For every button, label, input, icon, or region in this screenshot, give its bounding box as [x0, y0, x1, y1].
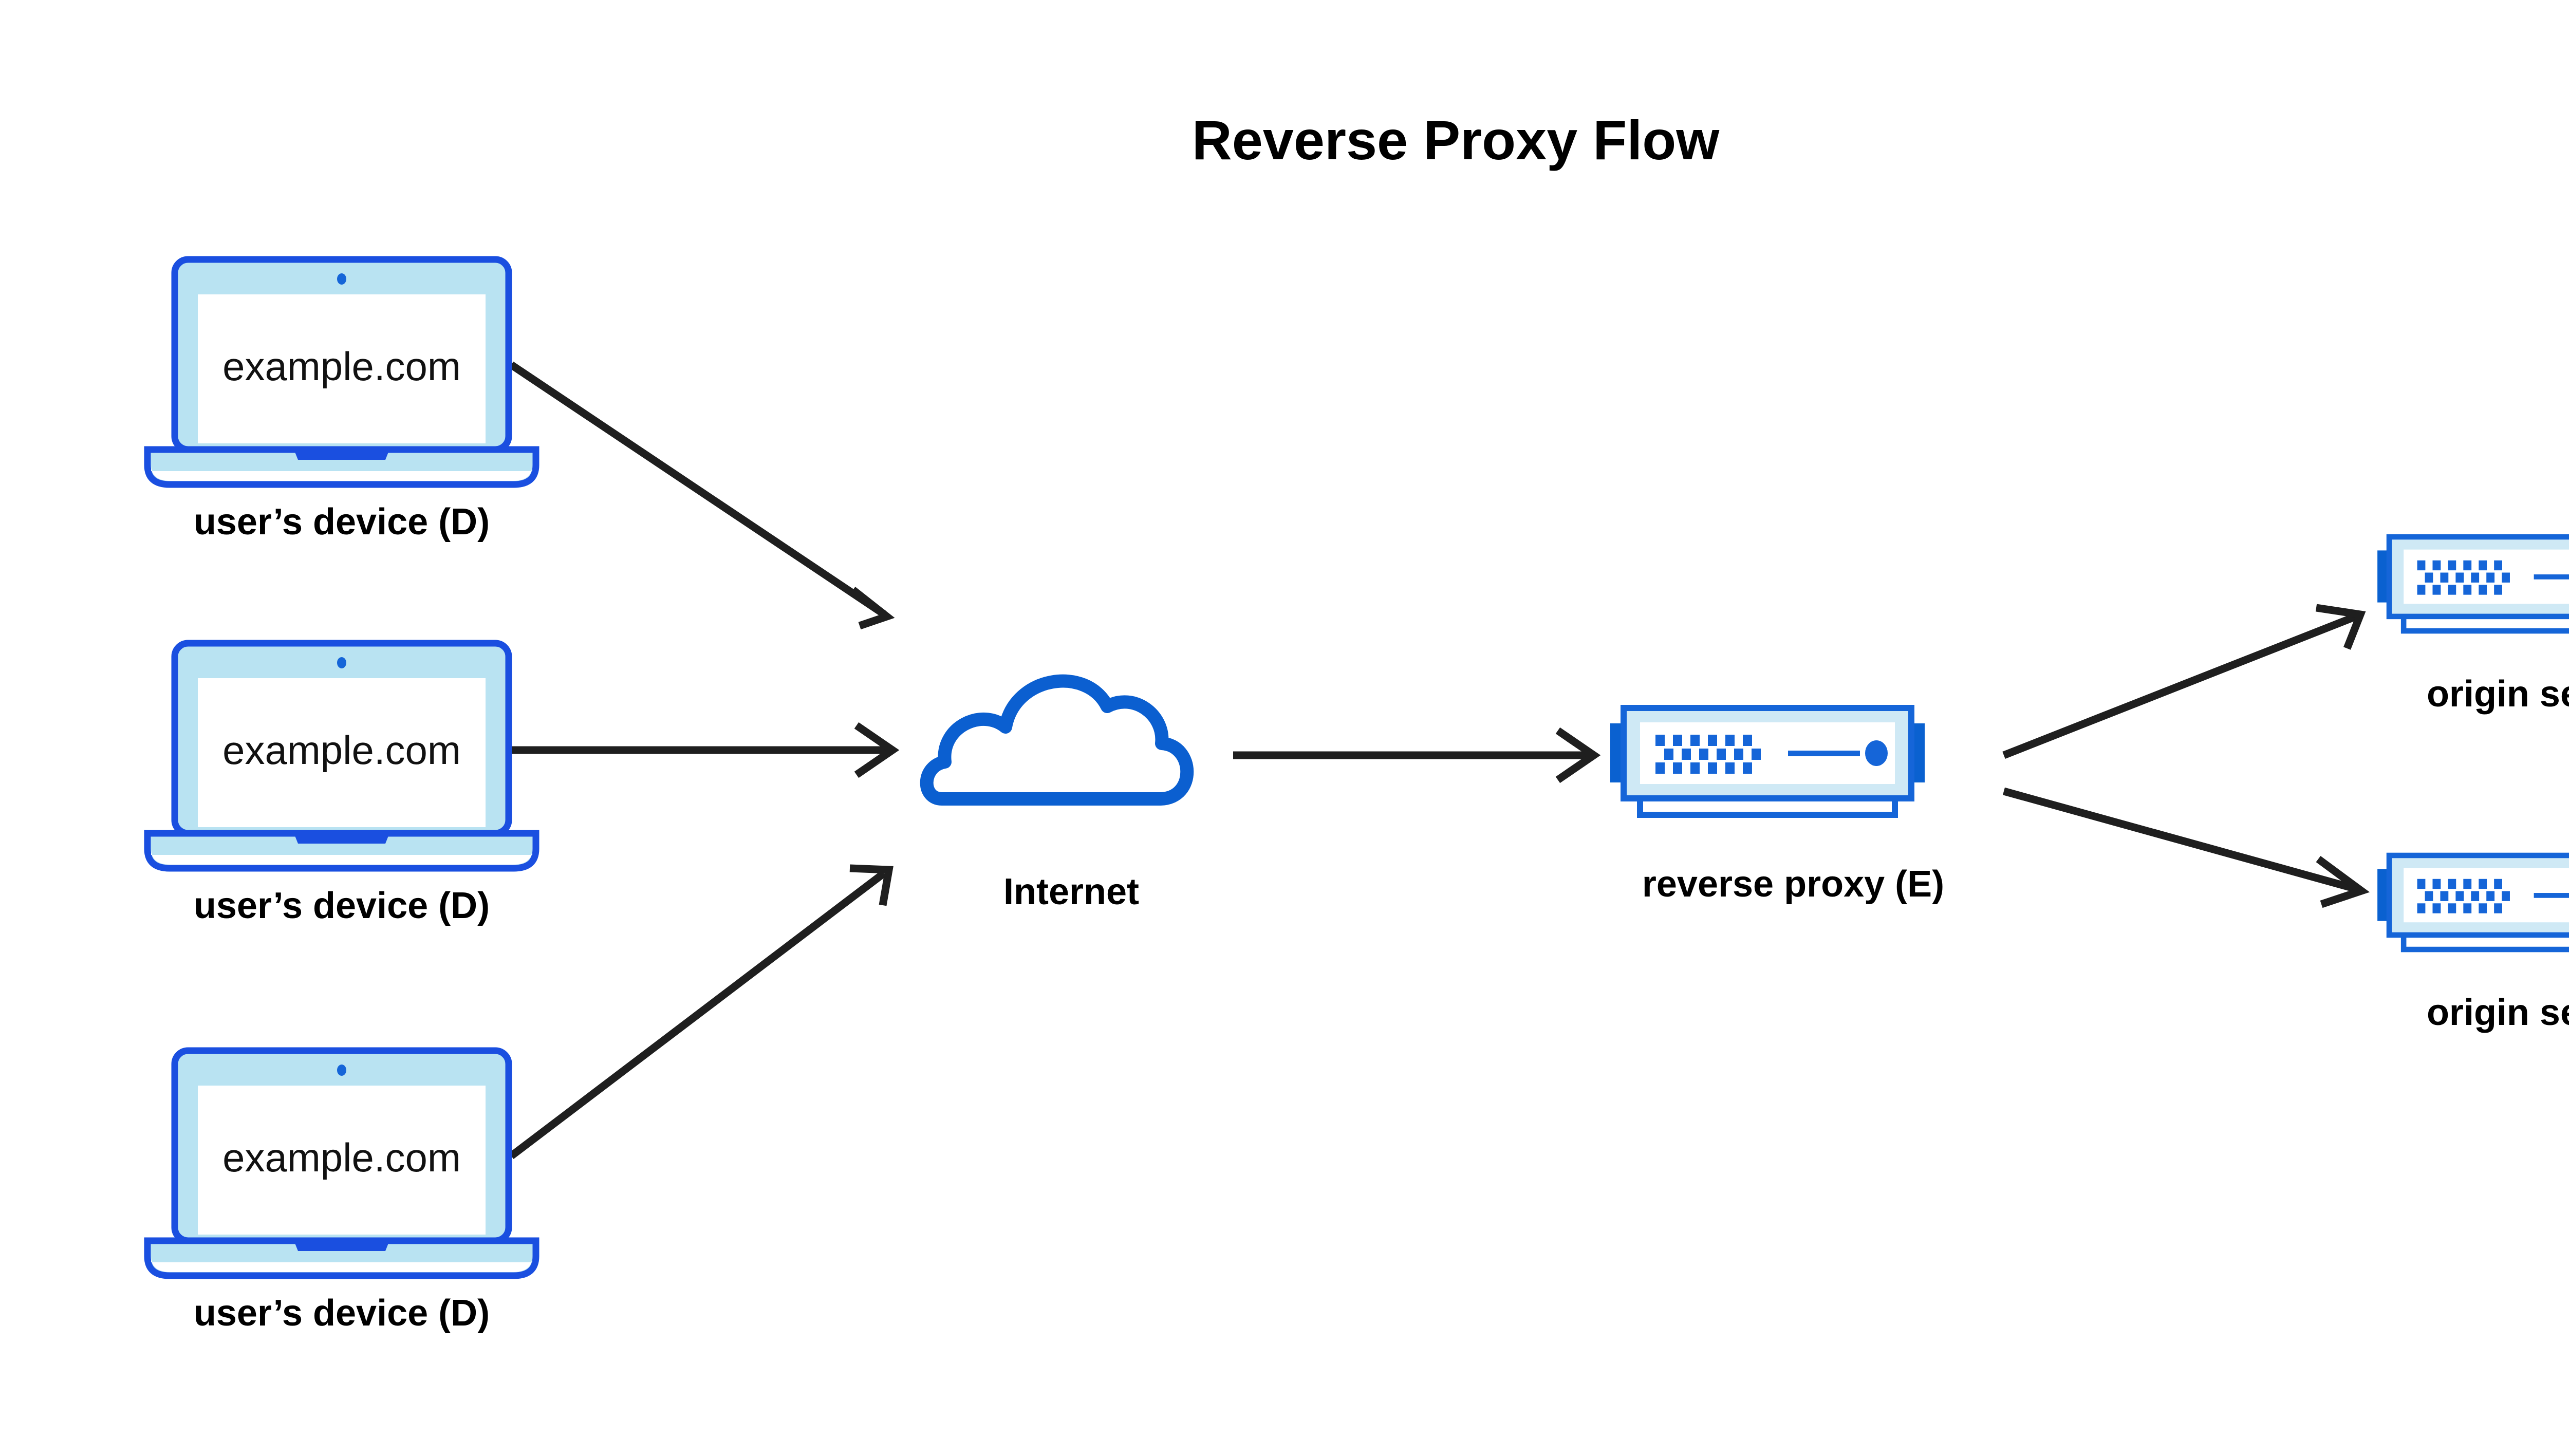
client-screen-url: example.com: [222, 727, 461, 773]
page-title: Reverse Proxy Flow: [1192, 109, 1720, 171]
server-icon: [1610, 708, 1925, 815]
client-top-label: user’s device (D): [194, 501, 490, 543]
arrow-proxy-to-origin-bottom: [2002, 787, 2370, 908]
arrow-client-top-to-internet: [509, 361, 895, 630]
arrow-proxy-to-origin-top: [2002, 604, 2366, 759]
node-origin-top[interactable]: origin server (F): [2377, 537, 2569, 715]
client-middle-label: user’s device (D): [194, 885, 490, 926]
node-origin-bottom[interactable]: origin server (F): [2377, 855, 2569, 1033]
edges-layer: [509, 361, 2370, 1159]
node-client-bottom[interactable]: example.com user’s device (D): [147, 1051, 536, 1334]
client-bottom-label: user’s device (D): [194, 1293, 490, 1334]
client-screen-url: example.com: [222, 1135, 461, 1180]
arrow-client-bottom-to-internet: [509, 864, 893, 1159]
node-reverse-proxy[interactable]: reverse proxy (E): [1610, 708, 1944, 905]
arrow-internet-to-proxy: [1233, 727, 1601, 783]
node-internet[interactable]: Internet: [927, 681, 1187, 912]
reverse-proxy-label: reverse proxy (E): [1642, 864, 1944, 905]
server-icon: [2377, 855, 2569, 949]
node-client-middle[interactable]: example.com user’s device (D): [147, 643, 536, 926]
internet-label: Internet: [1003, 871, 1139, 912]
node-client-top[interactable]: example.com user’s device (D): [147, 259, 536, 543]
client-screen-url: example.com: [222, 344, 461, 389]
server-icon: [2377, 537, 2569, 631]
origin-top-label: origin server (F): [2427, 674, 2569, 715]
cloud-icon: [927, 681, 1187, 799]
arrow-client-middle-to-internet: [511, 722, 900, 778]
origin-bottom-label: origin server (F): [2427, 992, 2569, 1033]
